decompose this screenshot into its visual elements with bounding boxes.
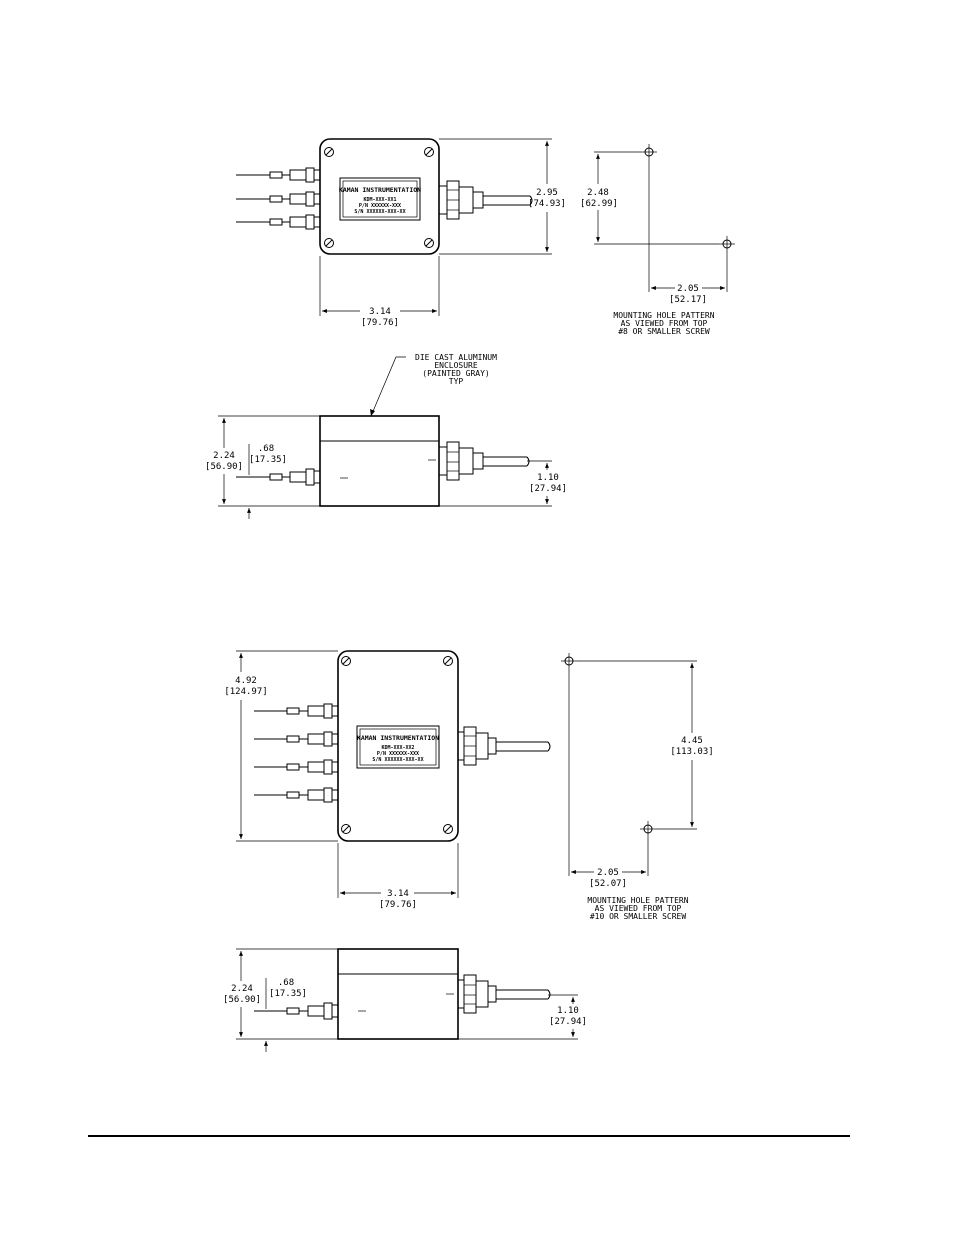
height-inches: 2.95 [536, 188, 558, 198]
callout-line-4: TYP [449, 377, 464, 386]
nameplate-brand: KAMAN INSTRUMENTATION [357, 734, 439, 742]
hole-horizontal-inches: 2.05 [677, 284, 699, 294]
dimension-hole-horizontal: 2.05 [52.07] [571, 868, 646, 889]
caption-line-2: AS VIEWED FROM TOP [621, 319, 708, 328]
drawing1-side-view: 2.24 [56.90] .68 [17.35] 1.10 [27.94] [205, 415, 567, 519]
mounting-hole-bottom [719, 236, 735, 252]
mounting-hole-top [561, 653, 577, 669]
side-cable-gland [438, 441, 530, 481]
nameplate-part-number: P/N XXXXXX-XXX [359, 203, 401, 209]
width-mm: [79.76] [379, 900, 417, 910]
side-cable-gland [457, 974, 551, 1014]
enclosure-screws [341, 656, 453, 834]
connector-mm: [17.35] [269, 989, 307, 999]
side-connector [254, 1002, 339, 1020]
side-dimension-height: 2.24 [56.90] [205, 418, 243, 504]
mounting-hole-top [641, 144, 657, 160]
nameplate-serial: S/N XXXXXX-XXX-XX [372, 757, 423, 763]
cable-gland [438, 180, 533, 220]
hole-pattern-caption: MOUNTING HOLE PATTERN AS VIEWED FROM TOP… [613, 311, 714, 336]
caption-line-1: MOUNTING HOLE PATTERN [613, 311, 714, 320]
caption-line-3: #8 OR SMALLER SCREW [618, 327, 710, 336]
nameplate: KAMAN INSTRUMENTATION KDM-XXX-XX1 P/N XX… [339, 177, 421, 221]
drawing1-plan-view: KAMAN INSTRUMENTATION KDM-XXX-XX1 P/N XX… [236, 138, 566, 328]
side-dimension-cable: 1.10 [27.94] [527, 460, 567, 504]
width-inches: 3.14 [369, 307, 391, 317]
footer-rule [88, 1135, 850, 1137]
width-inches: 3.14 [387, 889, 409, 899]
cable-mm: [27.94] [549, 1017, 587, 1027]
drawing2-hole-pattern: 4.45 [113.03] 2.05 [52.07] MOUNTING HOLE… [561, 653, 714, 921]
dimension-hole-horizontal: 2.05 [52.17] [651, 284, 725, 305]
height-inches: 4.92 [235, 676, 257, 686]
height-mm: [74.93] [528, 199, 566, 209]
callout-line-3: (PAINTED GRAY) [422, 369, 489, 378]
hole-horizontal-mm: [52.07] [589, 879, 627, 889]
hole-horizontal-inches: 2.05 [597, 868, 619, 878]
side-dimension-cable: 1.10 [27.94] [548, 994, 587, 1037]
connector-leads [236, 167, 321, 230]
height-mm: [124.97] [224, 687, 267, 697]
nameplate: KAMAN INSTRUMENTATION KDM-XXX-XX2 P/N XX… [356, 725, 440, 769]
nameplate-brand: KAMAN INSTRUMENTATION [339, 186, 421, 194]
nameplate-model: KDM-XXX-XX1 [363, 197, 396, 203]
drawing2-plan-view: KAMAN INSTRUMENTATION KDM-XXX-XX2 P/N XX… [224, 650, 551, 910]
connector-inches: .68 [278, 978, 294, 988]
caption-line-1: MOUNTING HOLE PATTERN [587, 896, 688, 905]
caption-line-3: #10 OR SMALLER SCREW [590, 912, 687, 921]
side-connector [236, 468, 321, 486]
cable-inches: 1.10 [537, 473, 559, 483]
callout-line-1: DIE CAST ALUMINUM [415, 353, 497, 362]
cable-gland [457, 726, 551, 766]
side-height-inches: 2.24 [231, 984, 253, 994]
cable-inches: 1.10 [557, 1006, 579, 1016]
side-enclosure [337, 948, 459, 1040]
enclosure-callout: DIE CAST ALUMINUM ENCLOSURE (PAINTED GRA… [370, 353, 497, 417]
side-dimension-connector: .68 [17.35] [247, 444, 287, 519]
side-height-mm: [56.90] [205, 462, 243, 472]
nameplate-part-number: P/N XXXXXX-XXX [377, 751, 419, 757]
connector-mm: [17.35] [249, 455, 287, 465]
connector-inches: .68 [258, 444, 274, 454]
hole-vertical-inches: 4.45 [681, 736, 703, 746]
dimension-hole-vertical: 2.48 [62.99] [580, 154, 618, 242]
dimension-hole-vertical: 4.45 [113.03] [670, 663, 714, 827]
connector-leads [254, 703, 339, 803]
side-dimension-connector: .68 [17.35] [264, 978, 307, 1052]
dimension-width: 3.14 [79.76] [337, 843, 459, 910]
mounting-hole-bottom [640, 821, 656, 837]
dimension-height: 2.95 [74.93] [439, 138, 566, 255]
dimension-width: 3.14 [79.76] [319, 256, 440, 328]
side-dimension-height: 2.24 [56.90] [223, 951, 261, 1037]
side-enclosure [319, 415, 440, 507]
width-mm: [79.76] [361, 318, 399, 328]
side-height-mm: [56.90] [223, 995, 261, 1005]
caption-line-2: AS VIEWED FROM TOP [595, 904, 682, 913]
hole-horizontal-mm: [52.17] [669, 295, 707, 305]
hole-vertical-mm: [113.03] [670, 747, 713, 757]
drawing2-side-view: 2.24 [56.90] .68 [17.35] 1.10 [27.94] [223, 948, 587, 1052]
callout-line-2: ENCLOSURE [434, 361, 478, 370]
hole-pattern-caption: MOUNTING HOLE PATTERN AS VIEWED FROM TOP… [587, 896, 688, 921]
enclosure-screws [324, 147, 434, 248]
cable-mm: [27.94] [529, 484, 567, 494]
dimension-height: 4.92 [124.97] [224, 650, 338, 842]
drawing1-hole-pattern: 2.48 [62.99] 2.05 [52.17] MOUNTING HOLE … [580, 144, 735, 336]
side-height-inches: 2.24 [213, 451, 235, 461]
hole-vertical-inches: 2.48 [587, 188, 609, 198]
nameplate-serial: S/N XXXXXX-XXX-XX [354, 209, 405, 215]
hole-vertical-mm: [62.99] [580, 199, 618, 209]
nameplate-model: KDM-XXX-XX2 [381, 745, 414, 751]
